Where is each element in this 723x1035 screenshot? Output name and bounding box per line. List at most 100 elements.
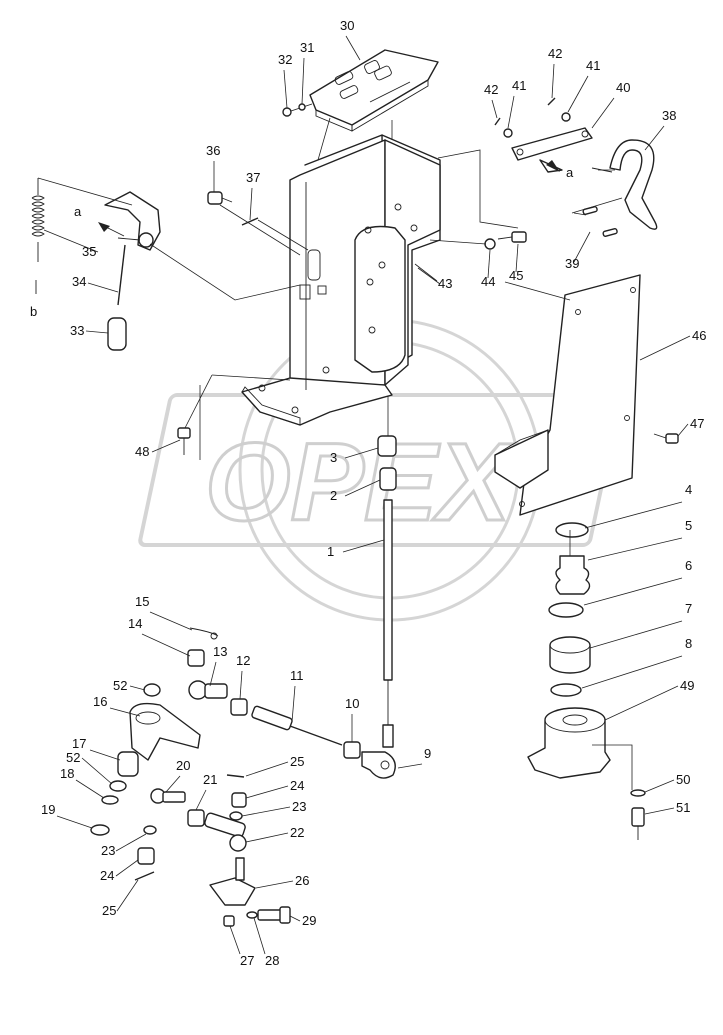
callout-9: 9 bbox=[424, 746, 431, 761]
washer-23-right bbox=[229, 811, 243, 821]
sleeve-2 bbox=[379, 467, 397, 491]
callout-leader-25 bbox=[245, 761, 289, 777]
pin-25-right bbox=[226, 774, 245, 778]
rod-end-9 bbox=[361, 751, 396, 779]
callout-25: 25 bbox=[290, 754, 304, 769]
link-22 bbox=[204, 812, 247, 852]
callout-leader-2 bbox=[344, 479, 381, 497]
washer-18 bbox=[101, 795, 119, 805]
arrow-b: b bbox=[30, 304, 37, 319]
callout-leader-43 bbox=[417, 267, 441, 285]
callout-25: 25 bbox=[102, 903, 116, 918]
callout-leader-33 bbox=[85, 330, 109, 334]
nut-14 bbox=[187, 649, 205, 667]
callout-leader-30 bbox=[345, 35, 361, 61]
callout-23: 23 bbox=[101, 843, 115, 858]
pins-39 bbox=[573, 206, 618, 237]
callout-46: 46 bbox=[692, 328, 706, 343]
callout-35: 35 bbox=[82, 244, 96, 259]
washer-19 bbox=[90, 824, 110, 836]
callout-7: 7 bbox=[685, 601, 692, 616]
arrow-a-right: a bbox=[546, 160, 574, 180]
callout-leader-52 bbox=[81, 757, 113, 785]
callout-24: 24 bbox=[290, 778, 304, 793]
callout-17: 17 bbox=[72, 736, 86, 751]
nut-24-left bbox=[137, 847, 155, 865]
callout-39: 39 bbox=[565, 256, 579, 271]
callout-leader-42 bbox=[491, 99, 498, 119]
bolt-36 bbox=[207, 191, 233, 205]
nut-12 bbox=[230, 698, 248, 716]
callout-23: 23 bbox=[292, 799, 306, 814]
grip-33 bbox=[107, 317, 127, 351]
cover-plate-46 bbox=[494, 274, 641, 516]
callout-38: 38 bbox=[662, 108, 676, 123]
callout-18: 18 bbox=[60, 766, 74, 781]
washer-23-left bbox=[143, 825, 157, 835]
callout-leader-28 bbox=[253, 917, 266, 955]
pin-25-left bbox=[134, 871, 155, 881]
callout-52: 52 bbox=[66, 750, 80, 765]
callout-leader-20 bbox=[165, 775, 181, 793]
housing-49 bbox=[527, 707, 611, 779]
callout-leader-23 bbox=[241, 806, 291, 817]
callout-leader-31 bbox=[301, 57, 305, 105]
callout-28: 28 bbox=[265, 953, 279, 968]
callout-leader-29 bbox=[289, 915, 301, 922]
callout-leader-50 bbox=[644, 779, 675, 793]
callout-leader-7 bbox=[589, 620, 683, 649]
washer-28 bbox=[246, 911, 258, 919]
bolt-48 bbox=[177, 427, 191, 455]
callout-3: 3 bbox=[330, 450, 337, 465]
callout-2: 2 bbox=[330, 488, 337, 503]
boot-5 bbox=[555, 555, 591, 595]
nut-10 bbox=[343, 741, 361, 759]
callout-leader-34 bbox=[87, 282, 119, 293]
callout-36: 36 bbox=[206, 143, 220, 158]
callout-leader-35 bbox=[43, 229, 99, 253]
callout-labels: 1234567891011121314151617181920212223232… bbox=[41, 18, 706, 968]
callout-50: 50 bbox=[676, 772, 690, 787]
watermark: OPEX bbox=[138, 318, 622, 622]
callout-leader-42 bbox=[551, 63, 555, 99]
callout-47: 47 bbox=[690, 416, 704, 431]
assembly-lines bbox=[37, 117, 623, 556]
callout-30: 30 bbox=[340, 18, 354, 33]
bolt-45 bbox=[497, 231, 527, 243]
callout-leader-16 bbox=[109, 707, 141, 717]
callout-leader-12 bbox=[239, 670, 243, 700]
pin-37 bbox=[241, 217, 259, 226]
bolt-29 bbox=[257, 906, 291, 924]
rod-end-20 bbox=[150, 788, 186, 804]
callout-49: 49 bbox=[680, 678, 694, 693]
callout-leader-45 bbox=[515, 243, 519, 273]
callout-14: 14 bbox=[128, 616, 142, 631]
callout-leader-13 bbox=[209, 661, 217, 687]
washer-44 bbox=[484, 238, 496, 250]
callout-leader-47 bbox=[677, 423, 689, 437]
callout-leader-9 bbox=[397, 763, 423, 769]
callout-leader-39 bbox=[573, 231, 591, 263]
top-pad-30 bbox=[309, 49, 439, 132]
lever-34 bbox=[104, 191, 161, 306]
callout-leader-41 bbox=[507, 95, 515, 129]
bushing-7 bbox=[549, 636, 591, 674]
callout-leader-51 bbox=[644, 807, 675, 815]
callout-leader-4 bbox=[584, 501, 683, 529]
callout-leader-24 bbox=[115, 859, 139, 877]
callout-26: 26 bbox=[295, 873, 309, 888]
washer-31 bbox=[298, 103, 306, 111]
callout-20: 20 bbox=[176, 758, 190, 773]
callout-leader-17 bbox=[89, 749, 121, 761]
ring-8 bbox=[550, 683, 582, 697]
callout-33: 33 bbox=[70, 323, 84, 338]
callout-leader-41 bbox=[567, 75, 589, 113]
callout-8: 8 bbox=[685, 636, 692, 651]
callout-41: 41 bbox=[512, 78, 526, 93]
callout-43: 43 bbox=[438, 276, 452, 291]
callout-31: 31 bbox=[300, 40, 314, 55]
callout-leader-3 bbox=[344, 447, 379, 459]
callout-1: 1 bbox=[327, 544, 334, 559]
callout-51: 51 bbox=[676, 800, 690, 815]
